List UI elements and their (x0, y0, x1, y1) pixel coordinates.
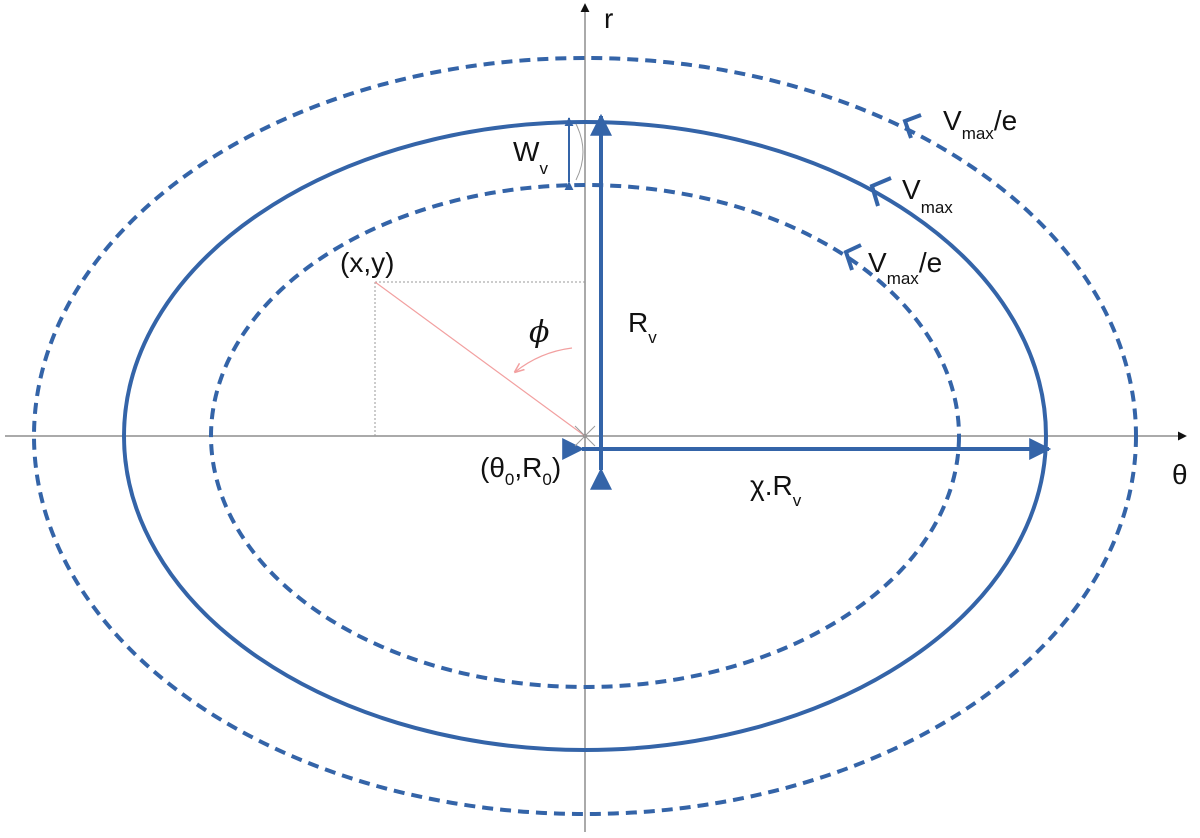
angle-arc (515, 347, 573, 372)
inner-dashed-ellipse (209, 183, 961, 689)
r-axis-label: r (604, 3, 613, 34)
semi-major-label: χ.Rv (750, 470, 802, 510)
flow-chevron-outer (902, 113, 922, 139)
middle-contour-label: Vmax (902, 174, 953, 217)
outer-dashed-ellipse (32, 56, 1138, 816)
point-radius-line (374, 281, 586, 437)
width-bracket (575, 123, 584, 181)
angle-label: ϕ (529, 315, 549, 350)
theta-axis-label: θ (1172, 459, 1188, 490)
center-mark-2 (574, 425, 596, 447)
outer-contour-label: Vmax/e (943, 105, 1017, 143)
flow-chevron-middle (869, 176, 892, 207)
flow-chevron-inner (843, 243, 862, 271)
point-label: (x,y) (340, 247, 394, 278)
width-label: Wv (513, 136, 548, 178)
max-velocity-ellipse (122, 120, 1048, 752)
inner-contour-label: Vmax/e (868, 247, 942, 288)
rv-label: Rv (628, 307, 657, 347)
center-label: (θ0,R0) (480, 452, 561, 489)
